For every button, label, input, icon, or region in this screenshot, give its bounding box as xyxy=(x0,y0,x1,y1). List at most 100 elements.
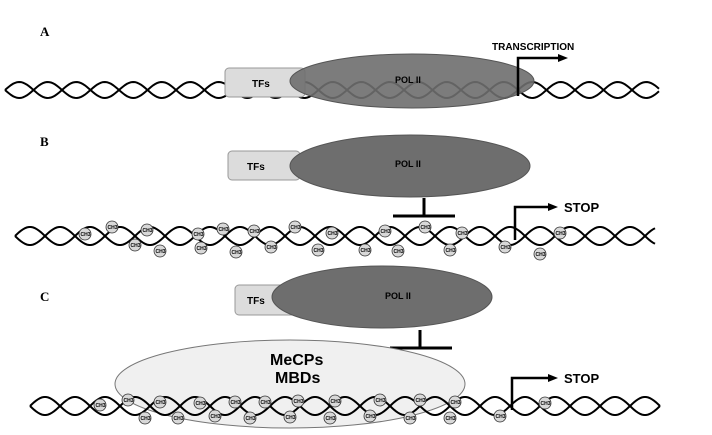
methyl-label: CH3 xyxy=(197,246,207,252)
methyl-label: CH3 xyxy=(406,416,416,422)
methyl-label: CH3 xyxy=(446,248,456,254)
methyl-group xyxy=(325,226,339,240)
methyl-group xyxy=(533,247,547,261)
methyl-label: CH3 xyxy=(124,398,134,404)
methyl-group xyxy=(378,224,392,238)
inhibition-bar xyxy=(393,198,455,218)
tfs-label: TFs xyxy=(247,162,265,173)
tfs-label: TFs xyxy=(247,296,265,307)
methyl-group xyxy=(228,395,242,409)
arrow-head xyxy=(548,374,558,382)
methyl-group xyxy=(283,410,297,424)
inhibition-bar xyxy=(390,330,452,350)
methyl-group xyxy=(311,243,325,257)
arrow-head xyxy=(558,54,568,62)
methyl-group xyxy=(413,393,427,407)
methyl-label: CH3 xyxy=(376,398,386,404)
methyl-group xyxy=(194,241,208,255)
methyl-group xyxy=(171,411,185,425)
methyl-label: CH3 xyxy=(267,245,277,251)
dna-strand xyxy=(29,396,661,416)
methyl-group xyxy=(243,411,257,425)
methyl-group xyxy=(373,393,387,407)
methyl-group xyxy=(493,409,507,423)
methyl-group xyxy=(258,395,272,409)
methyl-group xyxy=(138,411,152,425)
dna-strand xyxy=(29,396,661,416)
methyl-group xyxy=(358,243,372,257)
methyl-label: CH3 xyxy=(261,400,271,406)
transcription-label: TRANSCRIPTION xyxy=(492,42,574,53)
methyl-group xyxy=(443,243,457,257)
methyl-label: CH3 xyxy=(250,229,260,235)
methyl-label: CH3 xyxy=(314,248,324,254)
methyl-label: CH3 xyxy=(446,416,456,422)
methyl-label: CH3 xyxy=(331,399,341,405)
methyl-group xyxy=(448,395,462,409)
methyl-label: CH3 xyxy=(501,245,511,251)
methyl-group xyxy=(391,244,405,258)
methyl-label: CH3 xyxy=(194,232,204,238)
methyl-label: CH3 xyxy=(496,414,506,420)
methyl-label: CH3 xyxy=(416,398,426,404)
methyl-group xyxy=(216,222,230,236)
methyl-group xyxy=(418,220,432,234)
methyl-label: CH3 xyxy=(174,416,184,422)
methyl-label: CH3 xyxy=(421,225,431,231)
methyl-label: CH3 xyxy=(246,416,256,422)
methyl-label: CH3 xyxy=(141,416,151,422)
methyl-group xyxy=(288,220,302,234)
methyl-label: CH3 xyxy=(458,231,468,237)
methyl-label: CH3 xyxy=(196,401,206,407)
methyl-label: CH3 xyxy=(328,231,338,237)
methyl-group xyxy=(121,393,135,407)
mbds-label: MBDs xyxy=(275,370,320,387)
pol-ii-label: POL II xyxy=(385,291,411,301)
methyl-label: CH3 xyxy=(366,414,376,420)
methyl-group xyxy=(363,409,377,423)
stop-label: STOP xyxy=(564,371,599,386)
methyl-label: CH3 xyxy=(143,228,153,234)
methyl-group xyxy=(323,411,337,425)
pol-ii-label: POL II xyxy=(395,159,421,169)
methyl-group xyxy=(455,226,469,240)
methyl-group xyxy=(128,238,142,252)
methyl-label: CH3 xyxy=(232,250,242,256)
methyl-group xyxy=(403,411,417,425)
methyl-label: CH3 xyxy=(536,252,546,258)
methyl-group xyxy=(140,223,154,237)
dna-helix xyxy=(29,396,661,416)
methyl-label: CH3 xyxy=(211,414,221,420)
pol-ii xyxy=(271,265,493,329)
mecps-label: MeCPs xyxy=(270,352,323,369)
methyl-group xyxy=(264,240,278,254)
methyl-label: CH3 xyxy=(156,249,166,255)
methyl-group xyxy=(153,395,167,409)
panel-label-b: B xyxy=(40,134,49,149)
pol-ii xyxy=(289,134,531,198)
methyl-label: CH3 xyxy=(96,403,106,409)
methyl-group xyxy=(498,240,512,254)
methyl-group xyxy=(443,411,457,425)
methyl-label: CH3 xyxy=(294,399,304,405)
tss-arrow xyxy=(513,205,550,240)
methyl-label: CH3 xyxy=(394,249,404,255)
methyl-group xyxy=(208,409,222,423)
panel-label-a: A xyxy=(40,24,50,39)
methyl-label: CH3 xyxy=(131,243,141,249)
tss-arrow xyxy=(516,56,560,96)
methyl-label: CH3 xyxy=(156,400,166,406)
methyl-group xyxy=(553,226,567,240)
stop-label: STOP xyxy=(564,200,599,215)
tfs-label: TFs xyxy=(252,79,270,90)
methyl-group xyxy=(153,244,167,258)
methyl-label: CH3 xyxy=(556,231,566,237)
methyl-label: CH3 xyxy=(291,225,301,231)
methyl-group xyxy=(291,394,305,408)
methyl-group xyxy=(538,396,552,410)
